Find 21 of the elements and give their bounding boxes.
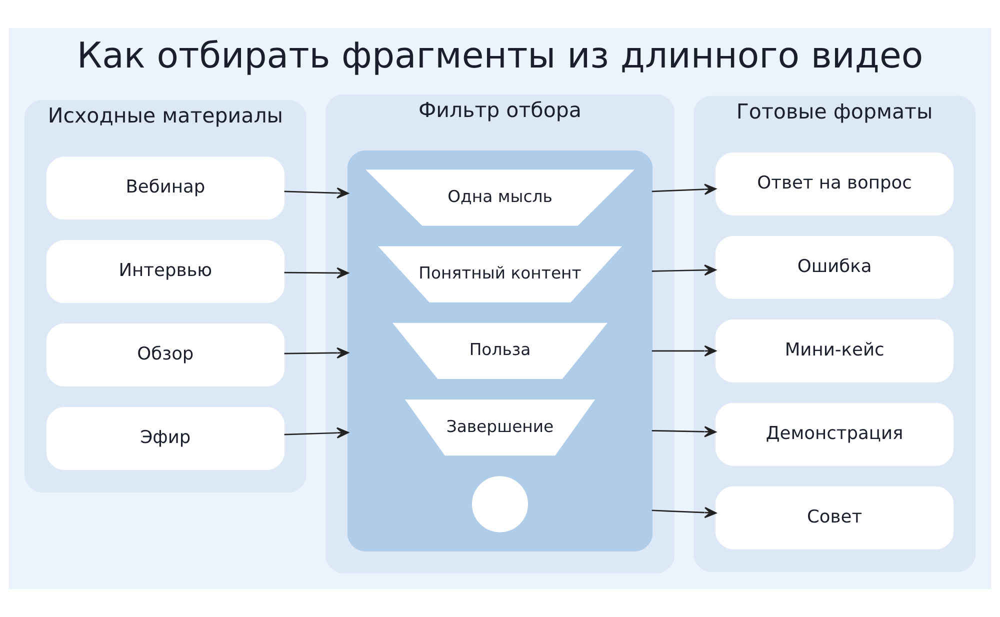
arrow bbox=[284, 187, 349, 199]
node-box: Ответ на вопрос bbox=[716, 152, 954, 216]
arrow bbox=[652, 506, 717, 518]
arrow bbox=[284, 347, 349, 359]
node-circle bbox=[472, 476, 528, 532]
arrow bbox=[652, 345, 716, 357]
node-box: Обзор bbox=[46, 324, 284, 386]
arrow bbox=[284, 267, 349, 279]
diagram-title: Как отбирать фрагменты из длинного видео bbox=[76, 35, 924, 76]
node-box: Совет bbox=[716, 486, 954, 550]
cluster bbox=[347, 150, 653, 552]
node-box: Мини-кейс bbox=[716, 319, 954, 382]
arrow bbox=[652, 426, 716, 438]
node-box: Демонстрация bbox=[716, 402, 954, 466]
node-box: Вебинар bbox=[46, 156, 284, 220]
arrow bbox=[652, 184, 716, 195]
arrow bbox=[284, 427, 349, 438]
node-box: Интервью bbox=[46, 240, 284, 304]
arrow bbox=[652, 264, 716, 276]
node-box: Ошибка bbox=[716, 236, 954, 299]
node-box: Эфир bbox=[46, 407, 284, 470]
